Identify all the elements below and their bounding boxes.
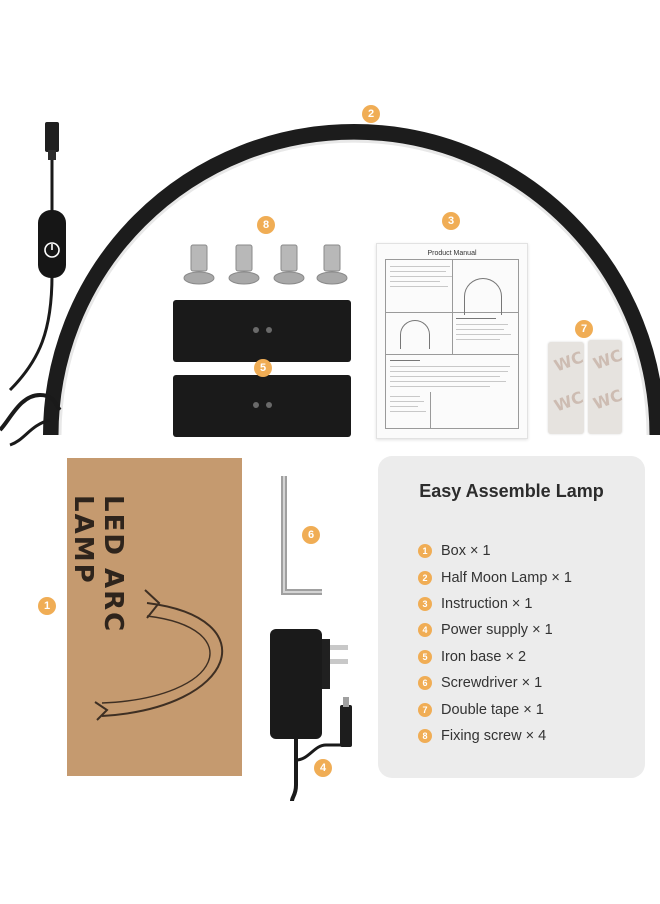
item-label: Power supply × 1 [441,622,553,639]
half-moon-lamp [0,122,660,447]
screw [183,244,215,285]
double-tape: WC WC [588,340,625,434]
base-hole [266,327,272,333]
list-item: 7 Double tape × 1 [418,696,572,722]
item-label: Fixing screw × 4 [441,727,547,744]
adapter-body [270,629,322,739]
lamp-arc [43,124,660,436]
number-badge: 3 [418,596,432,611]
number-badge: 4 [418,623,432,638]
base-hole [253,402,259,408]
panel-title: Easy Assemble Lamp [419,481,604,501]
callout-8: 8 [257,216,275,234]
power-cord-lower [8,274,54,392]
dc-plug [45,122,59,152]
list-item: 8 Fixing screw × 4 [418,723,572,749]
list-item: 1 Box × 1 [418,538,572,564]
double-tape: WC WC [548,342,586,434]
item-label: Iron base × 2 [441,648,527,665]
contents-panel: Easy Assemble Lamp 1 Box × 1 2 Half Moon L… [378,456,645,778]
iron-base [173,300,351,362]
number-badge: 6 [418,676,432,691]
power-supply-adapter [270,629,352,802]
callout-3: 3 [442,212,460,230]
dc-connector [340,705,352,747]
base-hole [266,402,272,408]
plug-prong [330,659,348,664]
product-manual: Product Manual [376,243,528,439]
callout-1: 1 [38,597,56,615]
contents-list: 1 Box × 1 2 Half Moon Lamp × 1 3 Instructio… [418,538,572,749]
list-item: 2 Half Moon Lamp × 1 [418,564,572,590]
iron-base [173,375,351,437]
lamp-cord [0,392,62,432]
power-button-icon [44,242,60,258]
number-badge: 7 [418,702,432,717]
fixing-screws [183,244,348,285]
tape-label: WC [551,387,586,416]
number-badge: 1 [418,544,432,559]
lamp-cord-2 [9,418,51,447]
base-hole [253,327,259,333]
box-lamp-illustration [94,589,224,721]
screw [273,244,305,285]
lamp-arc-light [58,139,650,436]
callout-7: 7 [575,320,593,338]
screw [316,244,348,285]
item-label: Instruction × 1 [441,595,533,612]
item-label: Screwdriver × 1 [441,675,543,692]
callout-4: 4 [314,759,332,777]
tape-label: WC [590,385,625,414]
item-label: Box × 1 [441,543,491,560]
tape-label: WC [551,347,586,376]
tape-label: WC [590,345,625,374]
adapter-cord-2 [295,743,346,762]
list-item: 4 Power supply × 1 [418,617,572,643]
screw [228,244,260,285]
adapter-cord [290,739,298,802]
item-label: Half Moon Lamp × 1 [441,569,572,586]
callout-2: 2 [362,105,380,123]
callout-6: 6 [302,526,320,544]
list-item: 3 Instruction × 1 [418,591,572,617]
hex-key-screwdriver [281,476,322,595]
number-badge: 2 [418,570,432,585]
box-print-text: LED ARC LAMP [68,495,128,634]
manual-page [385,259,519,429]
number-badge: 8 [418,728,432,743]
manual-title: Product Manual [427,250,477,257]
item-label: Double tape × 1 [441,701,544,718]
callout-5: 5 [254,359,272,377]
plug-prong [330,645,348,650]
list-item: 6 Screwdriver × 1 [418,670,572,696]
number-badge: 5 [418,649,432,664]
list-item: 5 Iron base × 2 [418,644,572,670]
